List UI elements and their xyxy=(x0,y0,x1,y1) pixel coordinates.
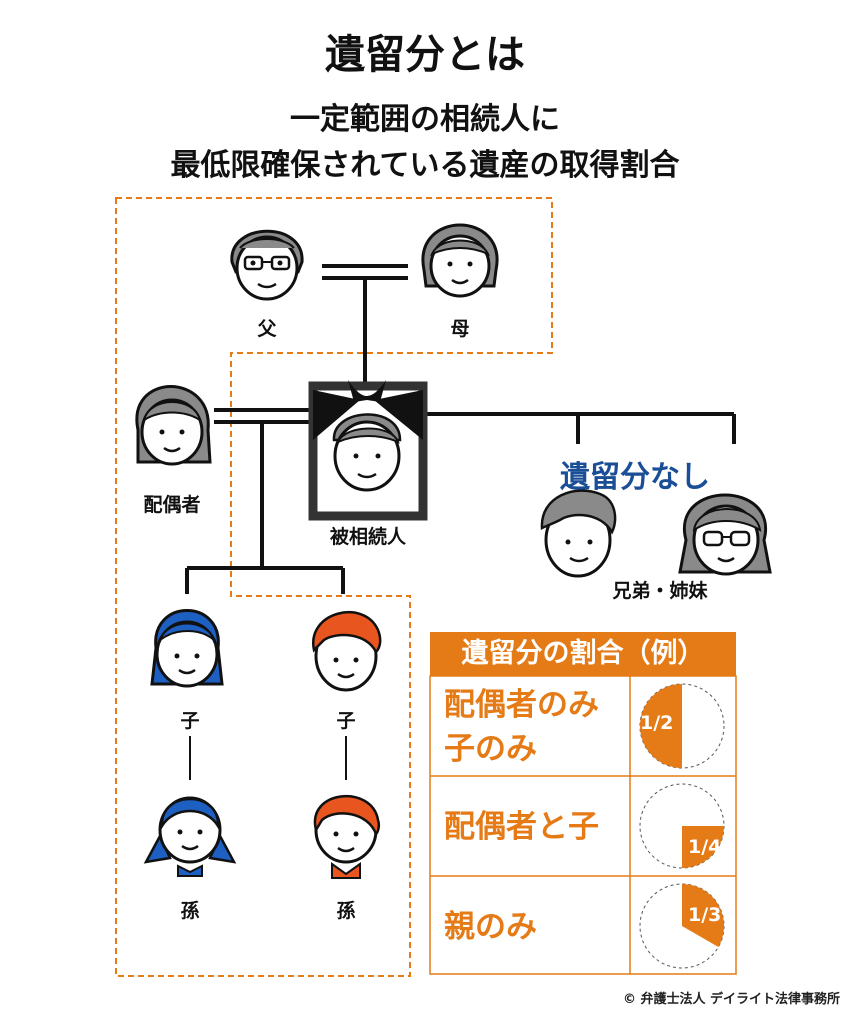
pie-share-2 xyxy=(682,826,724,868)
label-decedent: 被相続人 xyxy=(329,526,406,548)
entitled-heirs-boundary xyxy=(115,197,553,977)
row2-fraction: 1/4 xyxy=(688,836,722,858)
child-blue-icon xyxy=(150,609,224,688)
label-siblings: 兄弟・姉妹 xyxy=(612,580,708,602)
subtitle-line-2: 最低限確保されている遺産の取得割合 xyxy=(170,148,680,183)
row1-label-line2: 子のみ xyxy=(444,731,537,767)
sister-icon xyxy=(678,493,772,576)
decedent-portrait-icon xyxy=(308,380,428,521)
label-grandchild-1: 孫 xyxy=(180,900,200,922)
grandchild-orange-icon xyxy=(313,795,381,879)
copyright: © 弁護士法人 デイライト法律事務所 xyxy=(622,992,840,1007)
label-spouse: 配偶者 xyxy=(143,494,201,516)
relationship-lines xyxy=(185,264,736,780)
label-child-1: 子 xyxy=(180,710,200,732)
share-table-header: 遺留分の割合（例） xyxy=(430,632,736,676)
grandchild-blue-icon xyxy=(143,796,237,877)
row3-label: 親のみ xyxy=(444,909,537,945)
father-icon xyxy=(230,229,304,301)
subtitle-line-1: 一定範囲の相続人に xyxy=(290,102,560,137)
mother-icon xyxy=(421,223,499,298)
share-table-grid xyxy=(429,675,737,975)
pie-share-3 xyxy=(682,884,724,947)
row1-label-line1: 配偶者のみ xyxy=(444,687,599,723)
brother-icon xyxy=(540,489,617,578)
row2-label: 配偶者と子 xyxy=(444,809,599,845)
label-grandchild-2: 孫 xyxy=(336,900,356,922)
pie-outline-1 xyxy=(639,683,725,769)
row3-fraction: 1/3 xyxy=(688,904,722,926)
child-orange-icon xyxy=(312,611,382,692)
spouse-icon xyxy=(135,385,212,466)
pie-share-1 xyxy=(640,684,682,768)
no-reserved-share-label: 遺留分なし xyxy=(560,460,710,495)
label-father: 父 xyxy=(257,318,277,340)
page-title: 遺留分とは xyxy=(325,32,525,78)
label-mother: 母 xyxy=(450,318,470,340)
row1-fraction: 1/2 xyxy=(640,712,674,734)
label-child-2: 子 xyxy=(336,710,356,732)
